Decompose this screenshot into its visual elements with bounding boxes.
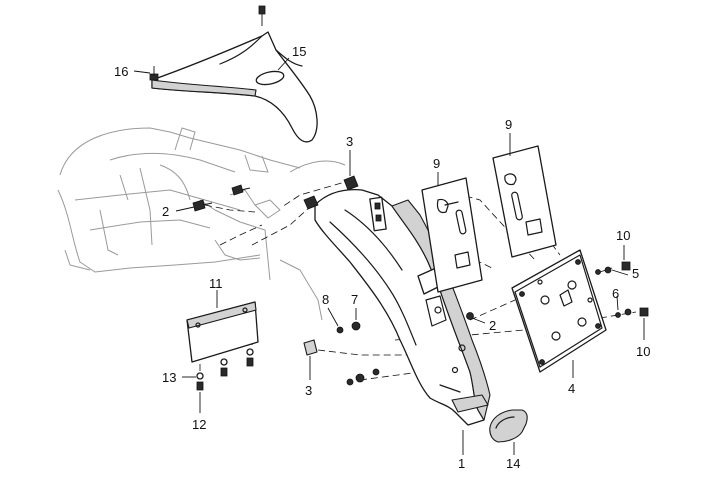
callout-14: 14 — [506, 456, 520, 471]
callout-3-upper: 3 — [346, 134, 353, 149]
callout-10-lower: 10 — [636, 344, 650, 359]
hardware-fasteners — [149, 5, 649, 391]
callout-5: 5 — [632, 266, 639, 281]
callout-10-upper: 10 — [616, 228, 630, 243]
callout-7: 7 — [351, 292, 358, 307]
callout-16: 16 — [114, 64, 128, 79]
callout-labels: 1 2 2 3 3 4 5 6 7 8 9 9 10 10 11 12 13 1… — [114, 44, 650, 471]
part-15-grab-handle — [151, 31, 318, 143]
callout-2-right: 2 — [489, 318, 496, 333]
part-9-bracket-left — [421, 177, 483, 293]
callout-13: 13 — [162, 370, 176, 385]
callout-9-left: 9 — [433, 156, 440, 171]
callout-12: 12 — [192, 417, 206, 432]
part-1-rear-mudguard — [314, 189, 491, 426]
callout-2-left: 2 — [162, 204, 169, 219]
chassis-frame-outline — [57, 127, 346, 321]
leader-lines — [133, 57, 645, 455]
callout-15: 15 — [292, 44, 306, 59]
callout-1: 1 — [458, 456, 465, 471]
callout-9-right: 9 — [505, 117, 512, 132]
part-11-mud-flap — [186, 301, 259, 363]
callout-4: 4 — [568, 381, 575, 396]
part-4-license-plate-holder — [511, 249, 607, 373]
callout-3-lower: 3 — [305, 383, 312, 398]
callout-11: 11 — [209, 276, 223, 291]
part-9-bracket-right — [492, 145, 557, 258]
part-14-reflector — [489, 409, 528, 443]
callout-8: 8 — [322, 292, 329, 307]
callout-6: 6 — [612, 286, 619, 301]
